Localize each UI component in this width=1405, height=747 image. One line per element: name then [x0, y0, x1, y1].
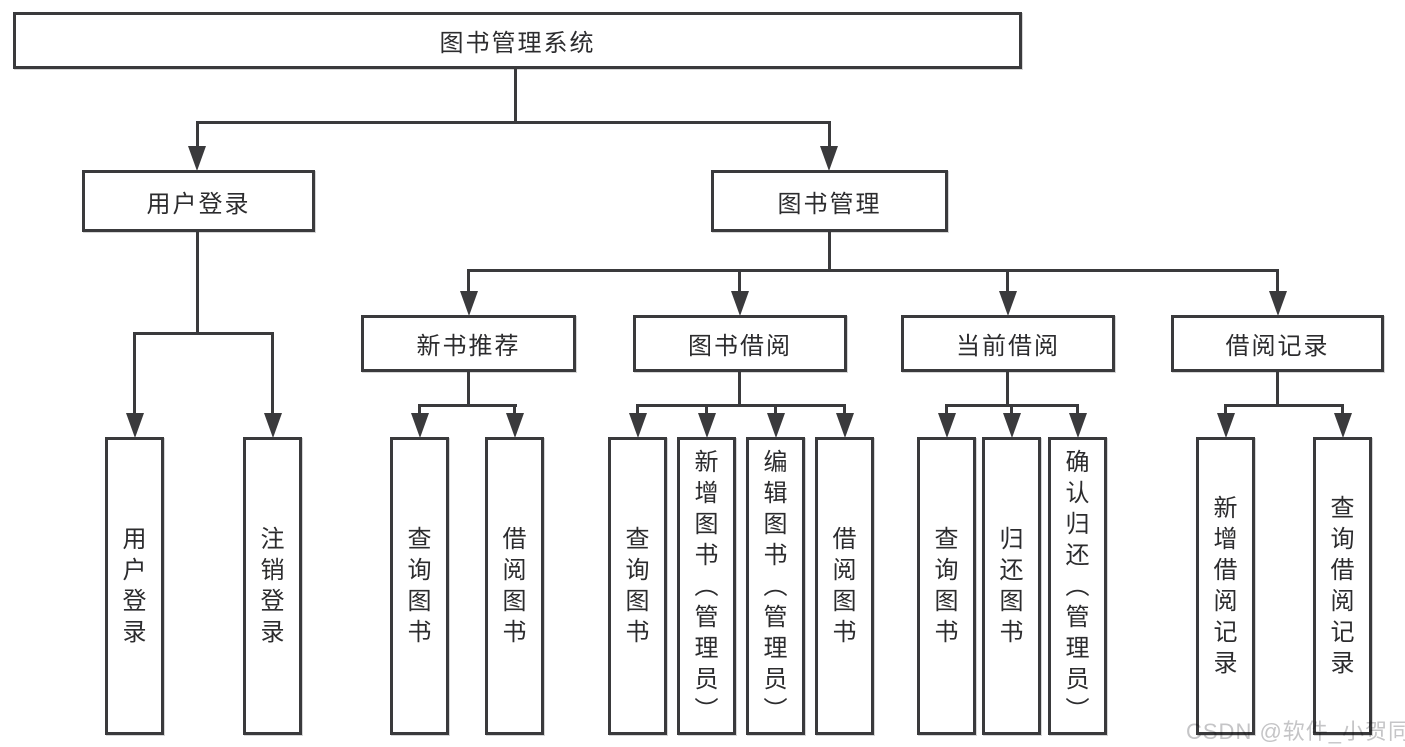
- arrow-down-icon: [1217, 413, 1235, 438]
- node-leaf-borrow-books: 借阅图书: [815, 437, 874, 735]
- connector-line: [133, 332, 274, 335]
- connector-line: [828, 121, 831, 149]
- arrow-down-icon: [731, 291, 749, 316]
- arrow-down-icon: [1003, 413, 1021, 438]
- node-label: 借阅记录: [1225, 333, 1330, 360]
- connector-line: [738, 372, 741, 407]
- node-label: 注销登录: [260, 526, 285, 646]
- node-label: 借阅图书: [502, 526, 527, 646]
- node-leaf-borrow-books-recommend: 借阅图书: [485, 437, 544, 735]
- connector-line: [1224, 404, 1344, 407]
- node-label: 用户登录: [122, 526, 147, 646]
- arrow-down-icon: [629, 413, 647, 438]
- node-user-login: 用户登录: [82, 170, 315, 232]
- connector-line: [133, 332, 136, 414]
- connector-line: [1276, 269, 1279, 293]
- arrow-down-icon: [1334, 413, 1352, 438]
- connector-line: [467, 269, 470, 293]
- connector-line: [1341, 404, 1344, 416]
- connector-line: [271, 332, 274, 414]
- connector-line: [513, 404, 516, 416]
- node-label: 查询图书: [934, 526, 959, 646]
- node-leaf-query-books-current: 查询图书: [917, 437, 976, 735]
- node-label: 用户登录: [146, 190, 251, 218]
- connector-line: [945, 404, 948, 416]
- node-label: 新书推荐: [416, 333, 521, 360]
- arrow-down-icon: [767, 413, 785, 438]
- connector-line: [636, 404, 846, 407]
- connector-line: [514, 69, 517, 121]
- connector-line: [1224, 404, 1227, 416]
- connector-line: [705, 404, 708, 416]
- node-label: 新增图书︵管理员︶: [694, 448, 719, 724]
- node-borrow-records: 借阅记录: [1171, 315, 1384, 372]
- arrow-down-icon: [264, 413, 282, 438]
- node-leaf-query-books-recommend: 查询图书: [390, 437, 449, 735]
- node-label: 查询图书: [625, 526, 650, 646]
- node-label: 编辑图书︵管理员︶: [763, 448, 788, 724]
- connector-line: [467, 269, 1279, 272]
- connector-line: [196, 232, 199, 335]
- csdn-watermark: CSDN @软件_小贺同学: [1186, 719, 1405, 744]
- node-label: 借阅图书: [832, 526, 857, 646]
- node-leaf-add-borrow-record: 新增借阅记录: [1196, 437, 1255, 735]
- arrow-down-icon: [999, 291, 1017, 316]
- arrow-down-icon: [460, 291, 478, 316]
- connector-line: [418, 404, 421, 416]
- connector-line: [418, 404, 517, 407]
- connector-line: [738, 269, 741, 293]
- node-leaf-user-login: 用户登录: [105, 437, 164, 735]
- connector-line: [1006, 372, 1009, 407]
- node-label: 图书管理系统: [439, 30, 596, 57]
- connector-line: [843, 404, 846, 416]
- node-book-management: 图书管理: [711, 170, 948, 232]
- node-label: 图书借阅: [688, 333, 792, 360]
- connector-line: [1006, 269, 1009, 293]
- node-leaf-query-borrow-record: 查询借阅记录: [1313, 437, 1372, 735]
- arrow-down-icon: [698, 413, 716, 438]
- node-leaf-return-book: 归还图书: [982, 437, 1041, 735]
- node-library-management-system: 图书管理系统: [13, 12, 1022, 69]
- arrow-down-icon: [1269, 291, 1287, 316]
- arrow-down-icon: [1069, 413, 1087, 438]
- arrow-down-icon: [836, 413, 854, 438]
- arrow-down-icon: [506, 413, 524, 438]
- node-leaf-query-books-borrow: 查询图书: [608, 437, 667, 735]
- connector-line: [467, 372, 470, 407]
- node-label: 确认归还︵管理员︶: [1065, 448, 1090, 724]
- node-leaf-add-book-admin: 新增图书︵管理员︶: [677, 437, 736, 735]
- connector-line: [828, 232, 831, 272]
- node-label: 查询图书: [407, 526, 432, 646]
- node-label: 查询借阅记录: [1330, 495, 1355, 677]
- connector-line: [636, 404, 639, 416]
- connector-line: [196, 121, 831, 124]
- node-leaf-edit-book-admin: 编辑图书︵管理员︶: [746, 437, 805, 735]
- arrow-down-icon: [188, 146, 206, 171]
- node-new-book-recommend: 新书推荐: [361, 315, 576, 372]
- node-label: 图书管理: [777, 190, 882, 218]
- arrow-down-icon: [820, 146, 838, 171]
- node-label: 当前借阅: [956, 333, 1060, 360]
- node-label: 新增借阅记录: [1213, 495, 1238, 677]
- node-book-borrow: 图书借阅: [633, 315, 847, 372]
- connector-line: [1010, 404, 1013, 416]
- node-label: 归还图书: [999, 526, 1024, 646]
- node-leaf-logout: 注销登录: [243, 437, 302, 735]
- connector-line: [1276, 372, 1279, 407]
- arrow-down-icon: [938, 413, 956, 438]
- connector-line: [774, 404, 777, 416]
- connector-line: [1076, 404, 1079, 416]
- node-current-borrow: 当前借阅: [901, 315, 1115, 372]
- arrow-down-icon: [411, 413, 429, 438]
- node-leaf-confirm-return-admin: 确认归还︵管理员︶: [1048, 437, 1107, 735]
- connector-line: [196, 121, 199, 149]
- arrow-down-icon: [126, 413, 144, 438]
